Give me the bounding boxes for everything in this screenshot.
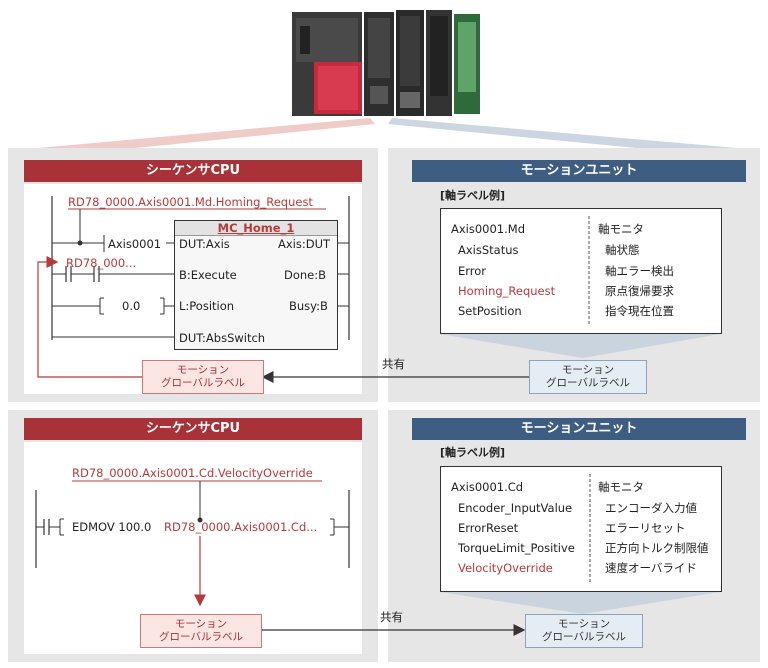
fb-pin-execute: B:Execute bbox=[179, 268, 237, 282]
top-seq-global-line1: モーション bbox=[176, 364, 230, 376]
top-motion-global-line2: グローバルラベル bbox=[546, 377, 630, 389]
fb-pin-axis-in: DUT:Axis bbox=[179, 237, 230, 251]
velocity-override-label: RD78_0000.Axis0001.Cd.VelocityOverride bbox=[72, 466, 313, 480]
position-constant: 0.0 bbox=[122, 299, 141, 313]
top-table-name-2: Error bbox=[458, 264, 487, 278]
top-table-desc-0: 軸モニタ bbox=[598, 222, 644, 236]
bottom-motion-global-line2: グローバルラベル bbox=[542, 631, 626, 643]
top-table-name-3: Homing_Request bbox=[458, 284, 556, 298]
fb-pin-done: Done:B bbox=[284, 268, 327, 282]
top-table-desc-4: 指令現在位置 bbox=[605, 304, 674, 318]
bottom-seq-header: シーケンサCPU bbox=[24, 418, 362, 440]
homing-request-label: RD78_0000.Axis0001.Md.Homing_Request bbox=[68, 195, 313, 209]
fb-pin-position: L:Position bbox=[179, 299, 235, 313]
top-seq-global-line2: グローバルラベル bbox=[161, 377, 245, 389]
plc-hardware-image bbox=[290, 6, 482, 124]
fb-title-bar bbox=[175, 221, 337, 236]
bottom-seq-global-label: モーション グローバルラベル bbox=[140, 614, 262, 648]
bottom-table-desc-3: 正方向トルク制限値 bbox=[605, 541, 709, 555]
plc-hardware-drawing bbox=[292, 10, 480, 116]
top-table-desc-1: 軸状態 bbox=[605, 243, 640, 257]
bottom-table-desc-0: 軸モニタ bbox=[598, 480, 644, 494]
top-motion-global-label: モーション グローバルラベル bbox=[529, 360, 647, 394]
bottom-table-name-1: Encoder_InputValue bbox=[458, 501, 573, 515]
bottom-table-name-0: Axis0001.Cd bbox=[451, 480, 524, 494]
edmov-destination: RD78_0000.Axis0001.Cd... bbox=[164, 520, 318, 534]
top-seq-global-label: モーション グローバルラベル bbox=[142, 360, 264, 394]
bottom-motion-global-line1: モーション bbox=[557, 618, 611, 630]
bottom-motion-global-label: モーション グローバルラベル bbox=[525, 614, 643, 648]
bottom-seq-global-line2: グローバルラベル bbox=[159, 631, 243, 643]
fb-pin-absswitch: DUT:AbsSwitch bbox=[179, 331, 266, 345]
top-motion-header: モーションユニット bbox=[412, 160, 746, 182]
bottom-axis-label-table bbox=[440, 466, 722, 592]
top-share-label: 共有 bbox=[382, 357, 405, 371]
bottom-motion-header: モーションユニット bbox=[412, 418, 746, 440]
edmov-instruction: EDMOV 100.0 bbox=[72, 520, 152, 534]
mc-home-function-block bbox=[174, 220, 338, 350]
top-table-name-1: AxisStatus bbox=[458, 243, 519, 257]
bottom-seq-global-line1: モーション bbox=[174, 618, 228, 630]
fb-pin-axis-out: Axis:DUT bbox=[278, 237, 331, 251]
top-axis-label-table bbox=[440, 208, 722, 334]
fb-pin-busy: Busy:B bbox=[289, 299, 328, 313]
top-table-name-4: SetPosition bbox=[458, 304, 522, 318]
bottom-table-name-2: ErrorReset bbox=[458, 521, 519, 535]
fb-name: MC_Home_1 bbox=[217, 221, 295, 235]
top-table-desc-3: 原点復帰要求 bbox=[605, 284, 674, 298]
bottom-table-desc-2: エラーリセット bbox=[605, 521, 686, 535]
bottom-table-name-4: VelocityOverride bbox=[458, 561, 553, 575]
top-table-name-0: Axis0001.Md bbox=[451, 222, 526, 236]
top-example-title: [軸ラベル例] bbox=[440, 189, 506, 202]
bottom-table-desc-1: エンコーダ入力値 bbox=[605, 501, 697, 515]
bottom-table-desc-4: 速度オーバライド bbox=[605, 561, 697, 575]
axis-label-input: Axis0001 bbox=[108, 237, 162, 251]
top-table-desc-2: 軸エラー検出 bbox=[605, 264, 674, 278]
rd78-contact-label: RD78_000... bbox=[66, 256, 137, 270]
bottom-example-title: [軸ラベル例] bbox=[440, 446, 506, 459]
bottom-table-name-3: TorqueLimit_Positive bbox=[458, 541, 575, 555]
top-seq-header: シーケンサCPU bbox=[24, 160, 362, 182]
bottom-share-label: 共有 bbox=[380, 610, 403, 624]
top-motion-global-line1: モーション bbox=[561, 364, 615, 376]
